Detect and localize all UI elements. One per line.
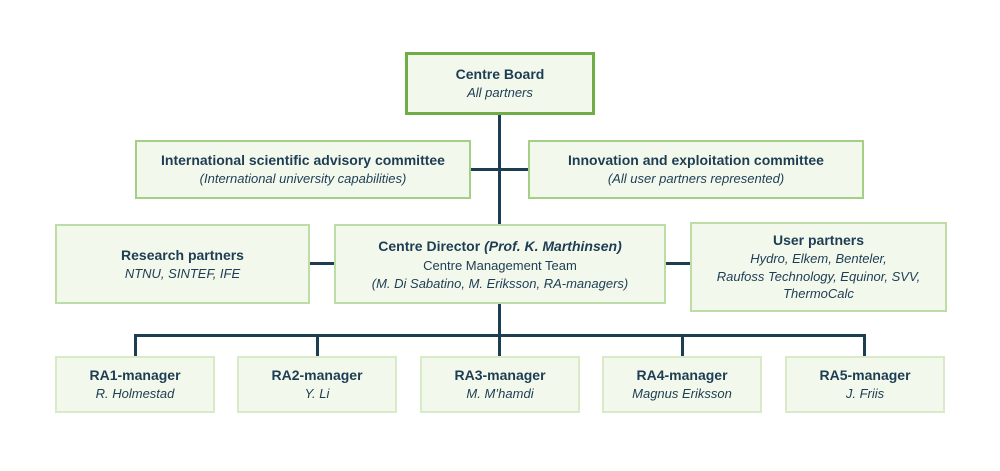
centre-management-team-members: (M. Di Sabatino, M. Eriksson, RA-manager…	[371, 275, 629, 291]
centre-board-title: Centre Board	[455, 66, 545, 83]
centre-board-subtitle: All partners	[467, 85, 533, 101]
advisory-committee-box: International scientific advisory commit…	[135, 140, 471, 199]
ra2-manager-name: Y. Li	[304, 386, 330, 402]
research-partners-title: Research partners	[121, 246, 244, 263]
connector-director-to-bus	[498, 304, 501, 336]
innovation-committee-subtitle: (All user partners represented)	[607, 171, 785, 187]
centre-management-team-label: Centre Management Team	[423, 258, 577, 274]
user-partners-box: User partners Hydro, Elkem, Benteler, Ra…	[690, 222, 947, 312]
ra5-manager-box: RA5-manager J. Friis	[785, 356, 945, 413]
advisory-committee-subtitle: (International university capabilities)	[199, 171, 407, 187]
ra2-manager-title: RA2-manager	[271, 367, 363, 384]
advisory-committee-title: International scientific advisory commit…	[161, 152, 445, 169]
research-partners-box: Research partners NTNU, SINTEF, IFE	[55, 224, 310, 304]
ra3-manager-box: RA3-manager M. M’hamdi	[420, 356, 580, 413]
innovation-committee-title: Innovation and exploitation committee	[568, 152, 824, 169]
connector-committees	[469, 168, 529, 171]
connector-research-to-director	[308, 262, 336, 265]
connector-drop-ra5	[863, 334, 866, 356]
connector-drop-ra4	[681, 334, 684, 356]
connector-drop-ra2	[316, 334, 319, 356]
research-partners-list: NTNU, SINTEF, IFE	[124, 265, 241, 281]
centre-director-title-line: Centre Director (Prof. K. Marthinsen)	[378, 236, 621, 258]
centre-director-title: Centre Director	[378, 237, 485, 254]
user-partners-line-1: Hydro, Elkem, Benteler,	[750, 251, 887, 267]
ra4-manager-title: RA4-manager	[636, 367, 728, 384]
connector-drop-ra3	[498, 334, 501, 356]
centre-board-box: Centre Board All partners	[405, 52, 595, 115]
centre-director-name: (Prof. K. Marthinsen)	[484, 237, 622, 254]
ra2-manager-box: RA2-manager Y. Li	[237, 356, 397, 413]
ra3-manager-name: M. M’hamdi	[466, 386, 534, 402]
ra1-manager-title: RA1-manager	[89, 367, 181, 384]
ra1-manager-name: R. Holmestad	[95, 386, 175, 402]
connector-director-to-user	[664, 262, 692, 265]
ra5-manager-title: RA5-manager	[819, 367, 911, 384]
centre-director-box: Centre Director (Prof. K. Marthinsen) Ce…	[334, 224, 666, 304]
user-partners-line-3: ThermoCalc	[783, 286, 854, 302]
user-partners-line-2: Raufoss Technology, Equinor, SVV,	[716, 268, 921, 284]
ra4-manager-box: RA4-manager Magnus Eriksson	[602, 356, 762, 413]
ra4-manager-name: Magnus Eriksson	[632, 386, 732, 402]
ra3-manager-title: RA3-manager	[454, 367, 546, 384]
innovation-committee-box: Innovation and exploitation committee (A…	[528, 140, 864, 199]
connector-drop-ra1	[134, 334, 137, 356]
ra5-manager-name: J. Friis	[845, 386, 885, 402]
user-partners-title: User partners	[772, 232, 865, 249]
ra1-manager-box: RA1-manager R. Holmestad	[55, 356, 215, 413]
